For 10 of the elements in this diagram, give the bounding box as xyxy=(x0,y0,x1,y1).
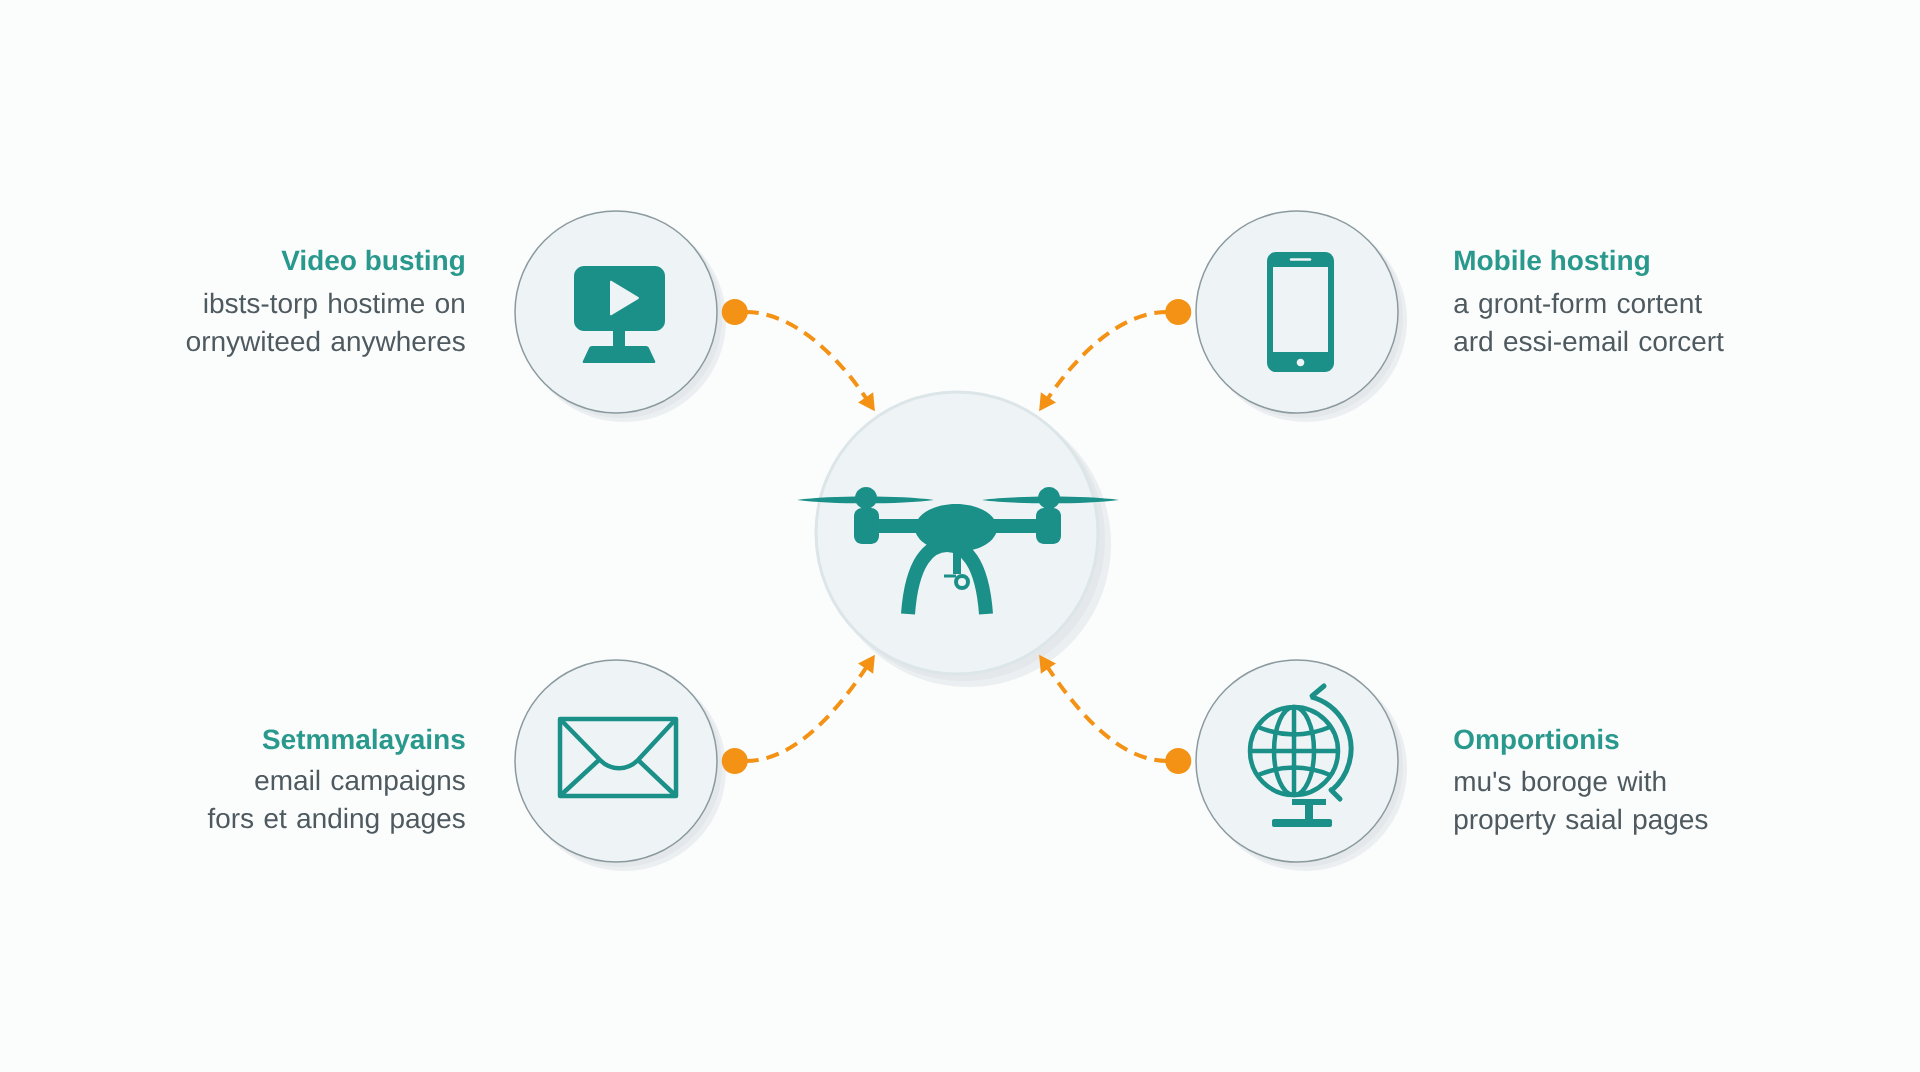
description-text: ibsts-torp hostime on ornywiteed anywheres xyxy=(186,292,465,357)
description-text: a gront-form cortent ard essi-email corcert xyxy=(1454,292,1724,352)
heading: Mobile hosting xyxy=(1455,249,1649,276)
description-text: mu's boroge with property saial pages xyxy=(1455,770,1708,835)
description-text: email campaigns fors et anding pages xyxy=(207,769,465,834)
icon-circle xyxy=(514,659,726,871)
heading: Setmmalayains xyxy=(262,728,465,755)
heading: Video busting xyxy=(281,249,464,276)
heading: Omportionis xyxy=(1454,728,1619,755)
icon-circle xyxy=(1195,659,1407,871)
